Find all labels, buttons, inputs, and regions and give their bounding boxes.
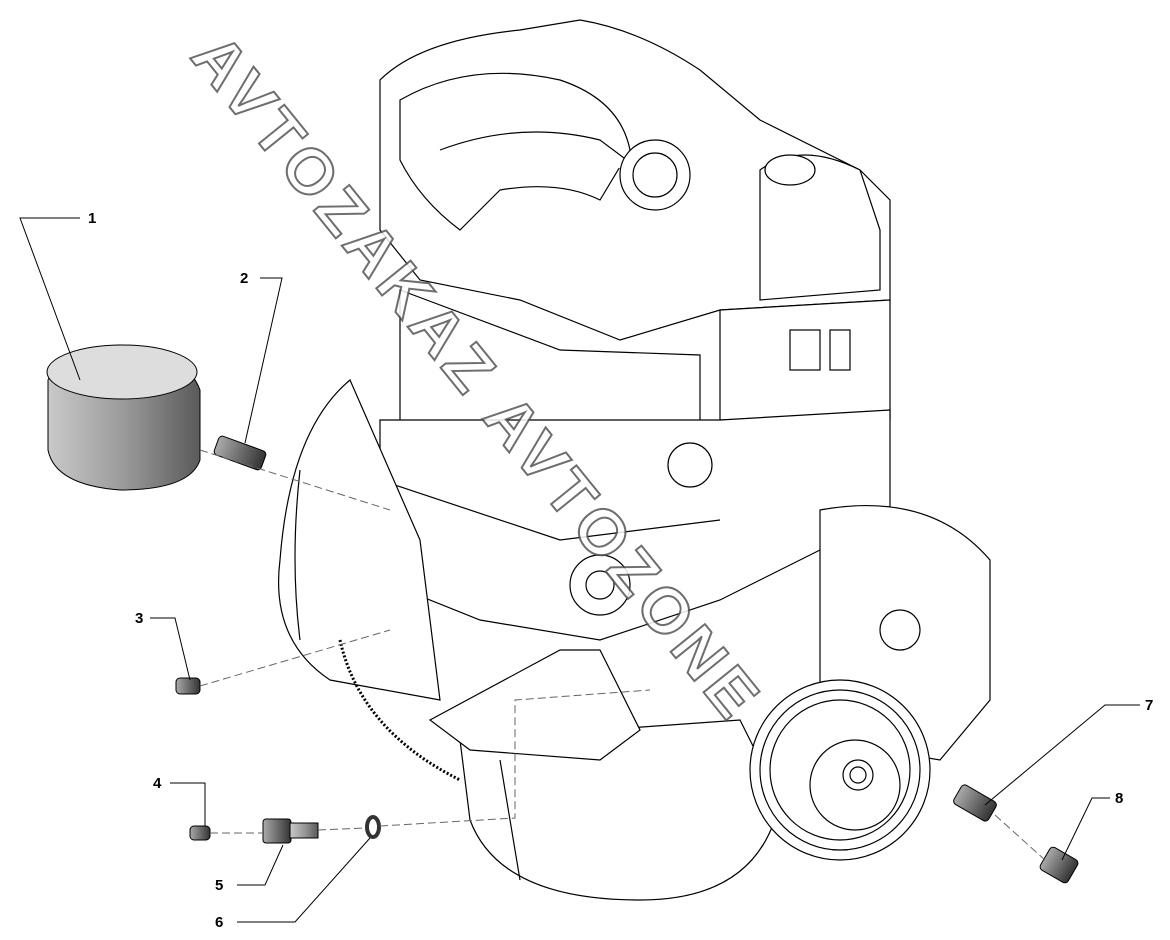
plug-4: [189, 825, 211, 841]
callout-4: 4: [153, 775, 162, 792]
callout-2: 2: [240, 270, 249, 287]
callout-6: 6: [215, 914, 224, 931]
callout-1: 1: [88, 210, 97, 227]
fitting-7: [953, 784, 997, 822]
fitting-5: [262, 818, 319, 844]
fitting-2: [213, 435, 267, 471]
engine-block: [277, 19, 991, 901]
sensor-8: [1039, 846, 1079, 884]
callout-8: 8: [1115, 790, 1124, 807]
washer-6: [365, 815, 381, 839]
leader-lines: [19, 217, 1140, 923]
callout-3: 3: [135, 610, 144, 627]
callout-7: 7: [1145, 697, 1154, 714]
callout-5: 5: [215, 877, 224, 894]
oil-filter: [46, 344, 201, 491]
plug-3: [175, 677, 201, 695]
